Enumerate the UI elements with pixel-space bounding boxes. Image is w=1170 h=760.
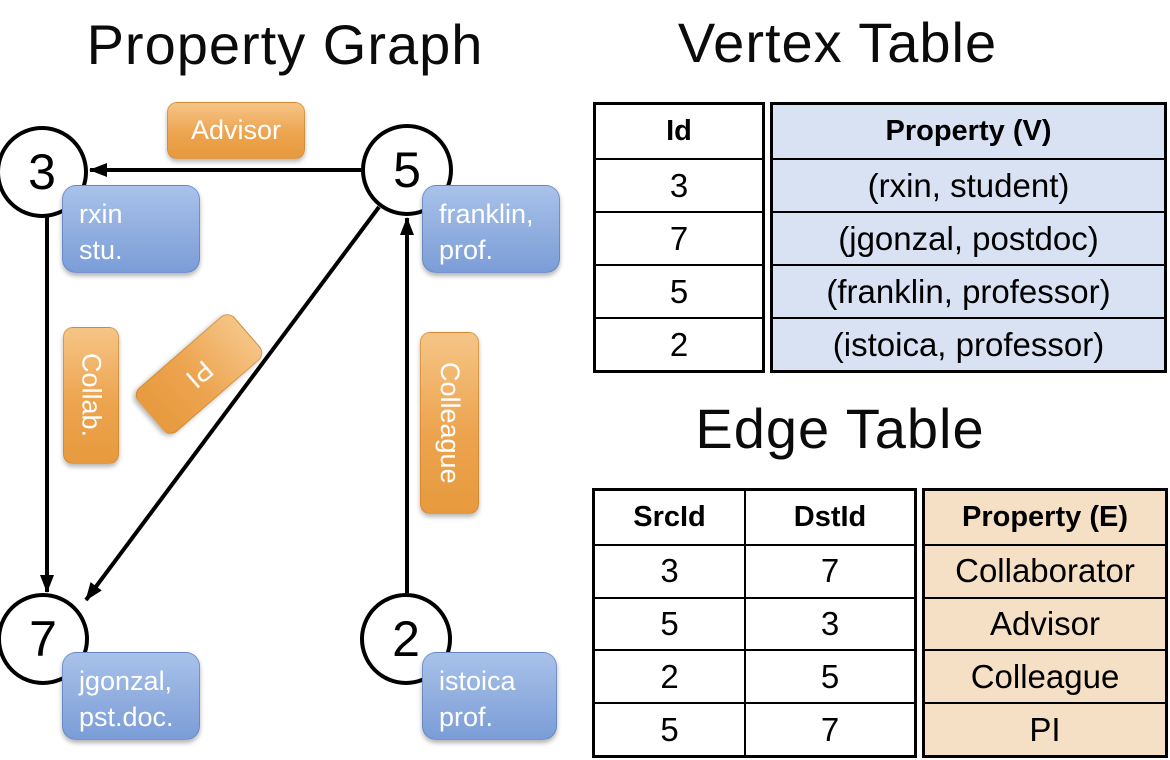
edge-label-collab: Collab.	[63, 327, 119, 464]
node-property-line: istoica	[439, 666, 516, 696]
edge-label-colleague: Colleague	[420, 332, 479, 514]
edge-table-id-columns: SrcId DstId 3 7 5 3 2 5 5 7	[592, 488, 917, 758]
vertex-table-id-header: Id	[666, 115, 692, 147]
node-property-line: jgonzal,	[79, 666, 173, 696]
vertex-table-id-cell: 2	[596, 317, 762, 370]
vertex-table-property-cell: (jgonzal, postdoc)	[773, 211, 1164, 264]
edge-table-property-cell: PI	[925, 702, 1165, 755]
edge-label-advisor: Advisor	[167, 102, 305, 159]
node-property-box-2: istoica prof.	[422, 652, 557, 740]
vertex-table-id-cell: 5	[596, 264, 762, 317]
property-graph-diagram: Property Graph 3 5 7 2 Advisor Collab. P…	[0, 13, 560, 740]
vertex-table-title: Vertex Table	[677, 11, 998, 74]
node-property-box-3: rxin stu.	[62, 185, 200, 273]
vertex-table-id-cell: 3	[596, 158, 762, 211]
edge-table-dstid-cell: 3	[744, 596, 914, 650]
node-property-line: franklin,	[439, 199, 534, 229]
node-property-line: rxin	[79, 199, 123, 229]
edge-table-title: Edge Table	[695, 397, 985, 460]
node-property-box-7: jgonzal, pst.doc.	[62, 652, 200, 740]
vertex-table-property-cell: (rxin, student)	[773, 158, 1164, 211]
edge-table-property-cell: Collaborator	[925, 543, 1165, 597]
vertex-table-id-cell: 7	[596, 211, 762, 264]
edge-table-dstid-cell: 7	[744, 702, 914, 755]
edge-table-srcid-header: SrcId	[633, 500, 706, 533]
vertex-table-id-column: Id 3 7 5 2	[593, 102, 765, 373]
property-graph-title: Property Graph	[86, 13, 484, 76]
edge-table-property-cell: Colleague	[925, 649, 1165, 702]
edge-table-property-header: Property (E)	[962, 500, 1128, 533]
node-property-line: prof.	[439, 235, 494, 266]
vertex-table-property-cell: (istoica, professor)	[773, 317, 1164, 370]
edge-table-srcid-cell: 5	[595, 702, 744, 755]
node-property-line: prof.	[439, 702, 494, 733]
vertex-table-property-cell: (franklin, professor)	[773, 264, 1164, 317]
edge-table-srcid-cell: 5	[595, 596, 744, 650]
edge-table-dstid-cell: 5	[744, 649, 914, 703]
edge-table-dstid-header: DstId	[744, 491, 914, 544]
edge-table-srcid-cell: 2	[595, 649, 744, 702]
vertex-table-property-header: Property (V)	[885, 115, 1052, 147]
edge-arrow-5-to-7	[84, 205, 381, 602]
vertex-table-property-column: Property (V) (rxin, student) (jgonzal, p…	[770, 102, 1167, 373]
edge-table-dstid-cell: 7	[744, 543, 914, 597]
edge-table-property-cell: Advisor	[925, 596, 1165, 650]
graph-edges	[40, 163, 414, 602]
node-property-line: stu.	[79, 235, 123, 266]
node-property-line: pst.doc.	[79, 702, 174, 733]
edge-table-srcid-cell: 3	[595, 543, 744, 597]
edge-table-property-column: Property (E) Collaborator Advisor Collea…	[922, 488, 1168, 758]
node-property-box-5: franklin, prof.	[422, 185, 560, 273]
